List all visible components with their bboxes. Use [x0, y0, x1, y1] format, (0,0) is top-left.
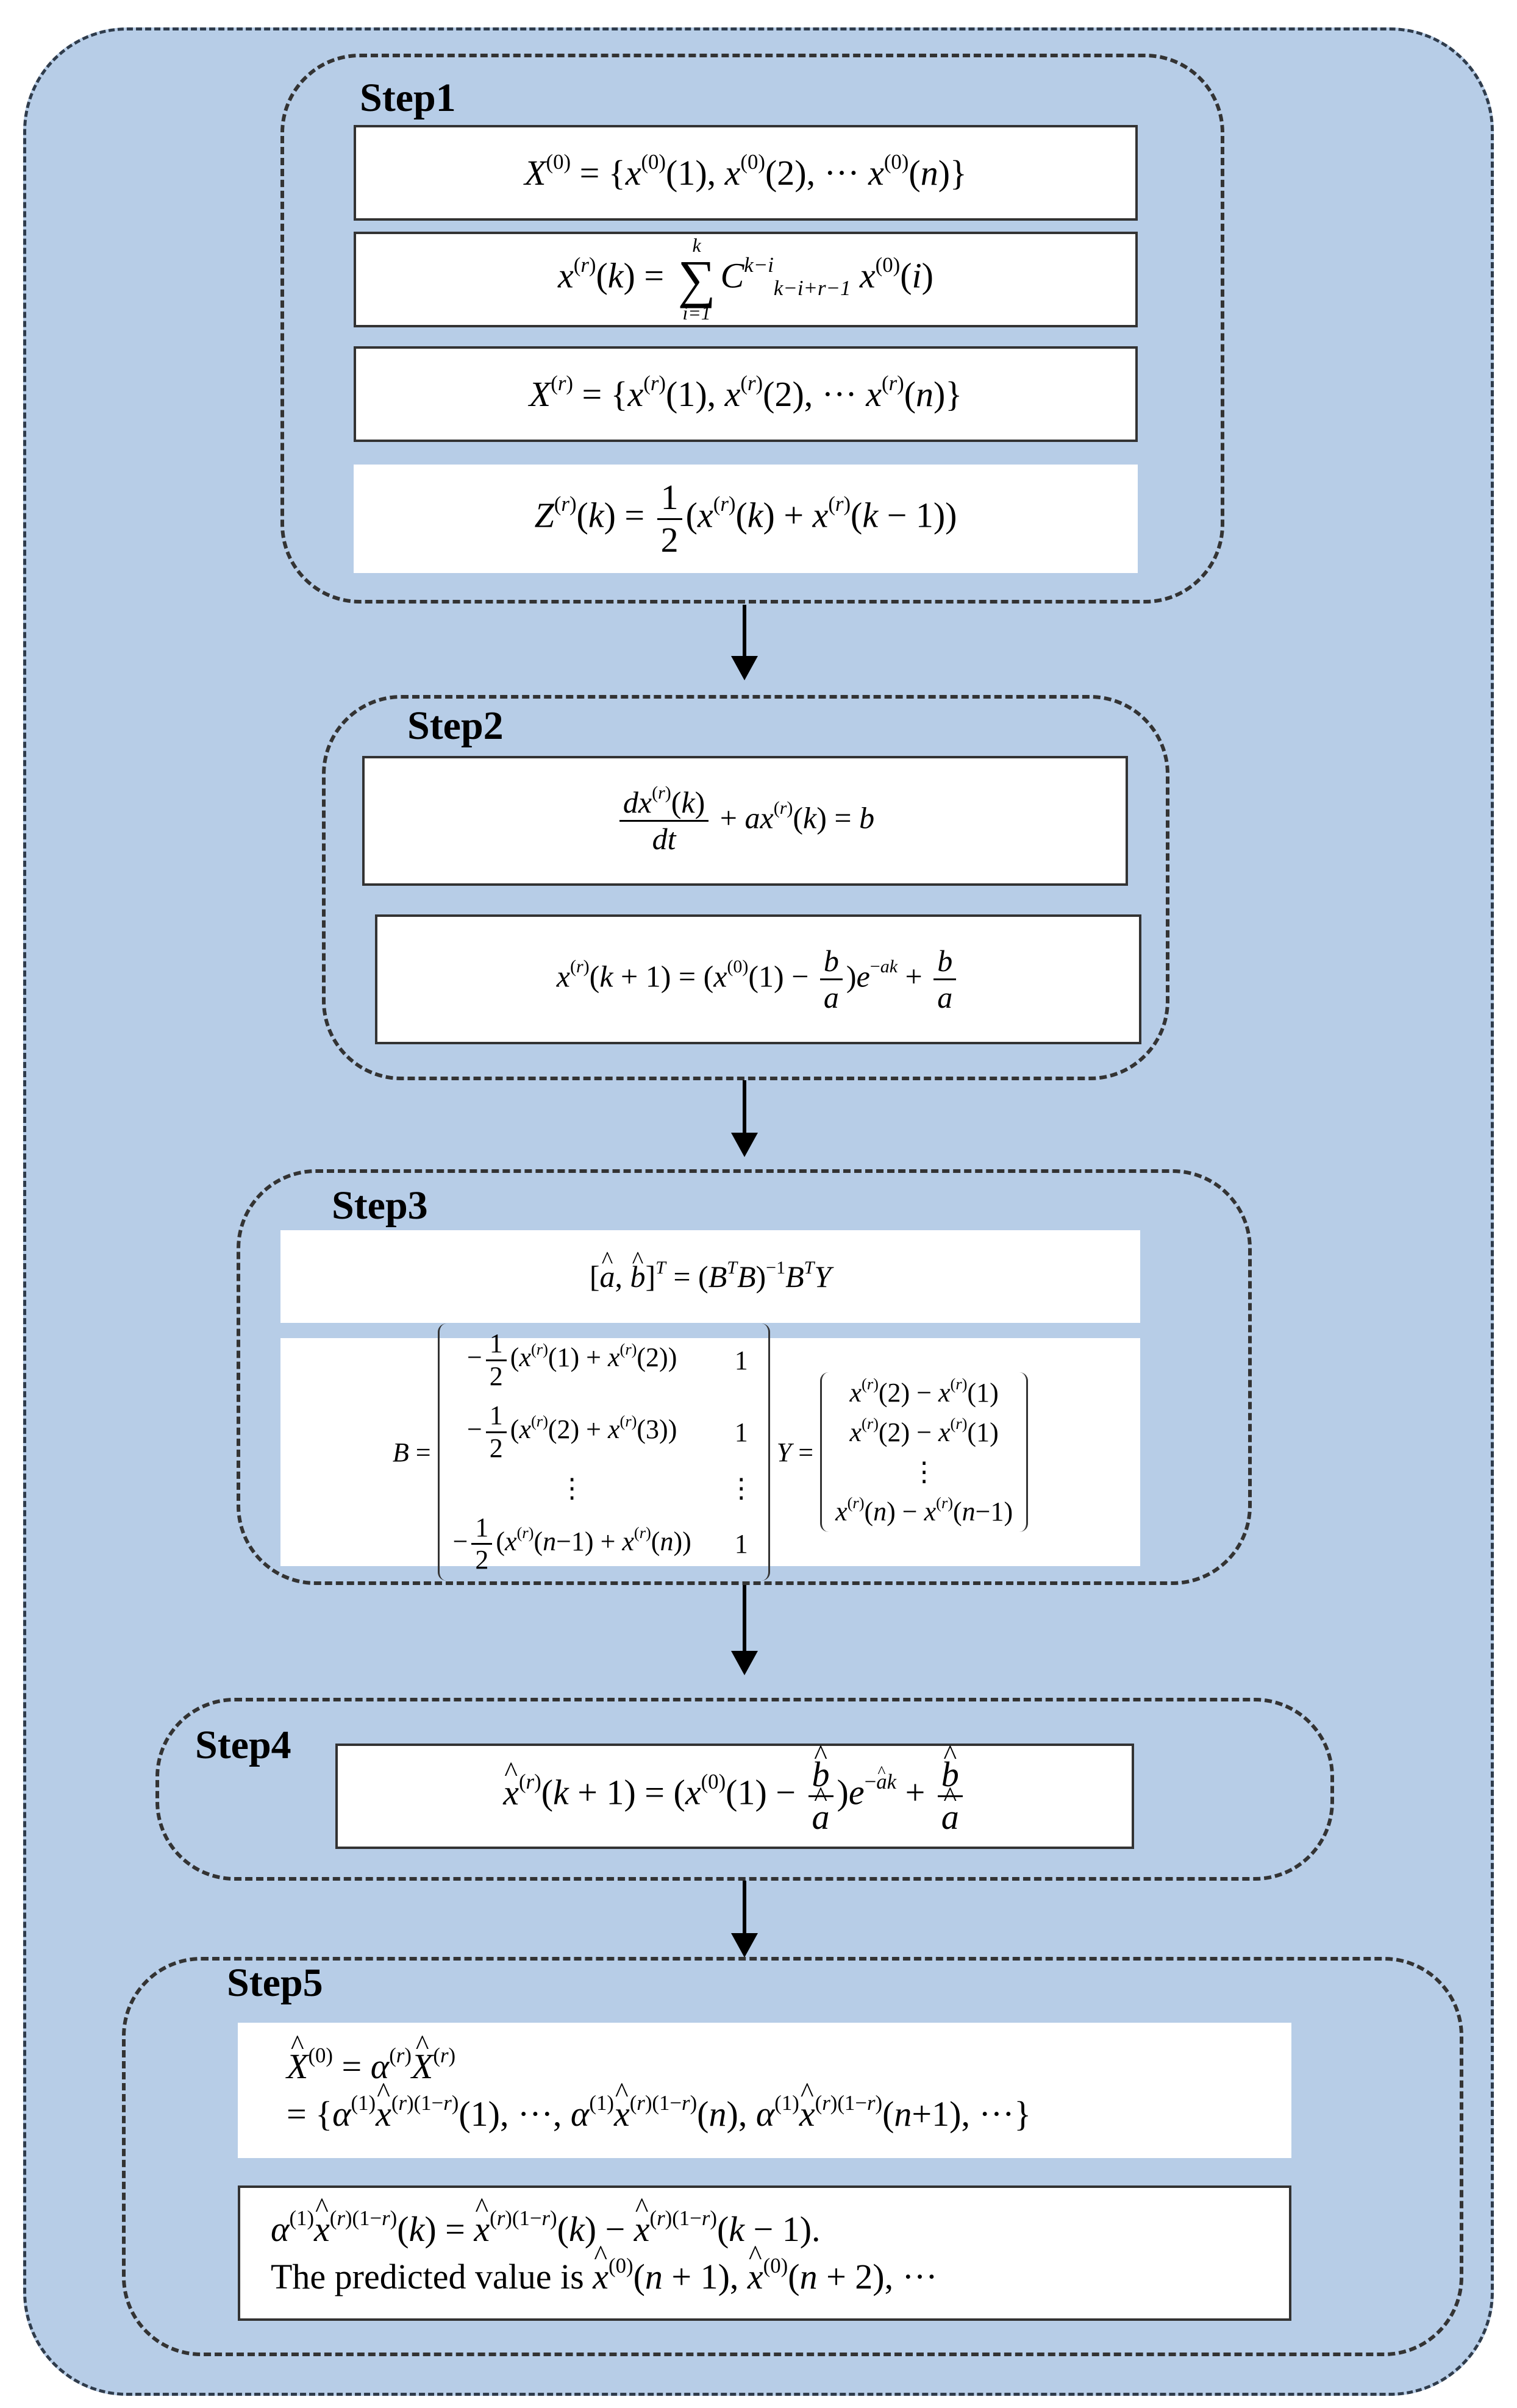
arrow-step3-step4: [731, 1585, 758, 1675]
arrow-step2-step3: [731, 1080, 758, 1157]
step5-formula-predicted-values: α(1)x(r)(1−r)(k) = x(r)(1−r)(k) − x(r)(1…: [238, 2185, 1291, 2321]
step1-label: Step1: [360, 76, 456, 120]
matrix-y: x(r)(2) − x(r)(1) x(r)(2) − x(r)(1) ⋮ x(…: [820, 1372, 1029, 1532]
step4-group: [155, 1698, 1334, 1881]
step4-formula-prediction: x(r)(k + 1) = (x(0)(1) − ba)e−ak + ba: [335, 1744, 1134, 1849]
arrow-step4-step5: [731, 1881, 758, 1957]
step1-formula-sequence: X(0) = {x(0)(1), x(0)(2), ··· x(0)(n)}: [354, 125, 1138, 221]
predicted-value-text: The predicted value is: [271, 2257, 584, 2296]
step3-formula-least-squares: [a, b]T = (BTB)−1BTY: [280, 1230, 1140, 1323]
step1-formula-accumulated-sequence: X(r) = {x(r)(1), x(r)(2), ··· x(r)(n)}: [354, 346, 1138, 442]
step5-group: [122, 1957, 1463, 2356]
step1-group: [280, 54, 1224, 604]
step3-group: [237, 1169, 1252, 1585]
step2-formula-whitening-equation: dx(r)(k)dt + ax(r)(k) = b: [362, 756, 1128, 886]
step3-label: Step3: [332, 1183, 428, 1228]
step2-label: Step2: [407, 704, 504, 748]
step5-formula-restored-sequence: X(0) = α(r)X(r) = {α(1)x(r)(1−r)(1), ···…: [238, 2023, 1291, 2158]
step4-label: Step4: [195, 1723, 291, 1767]
arrow-step1-step2: [731, 605, 758, 680]
step2-group: [322, 695, 1169, 1080]
step5-label: Step5: [227, 1961, 323, 2005]
